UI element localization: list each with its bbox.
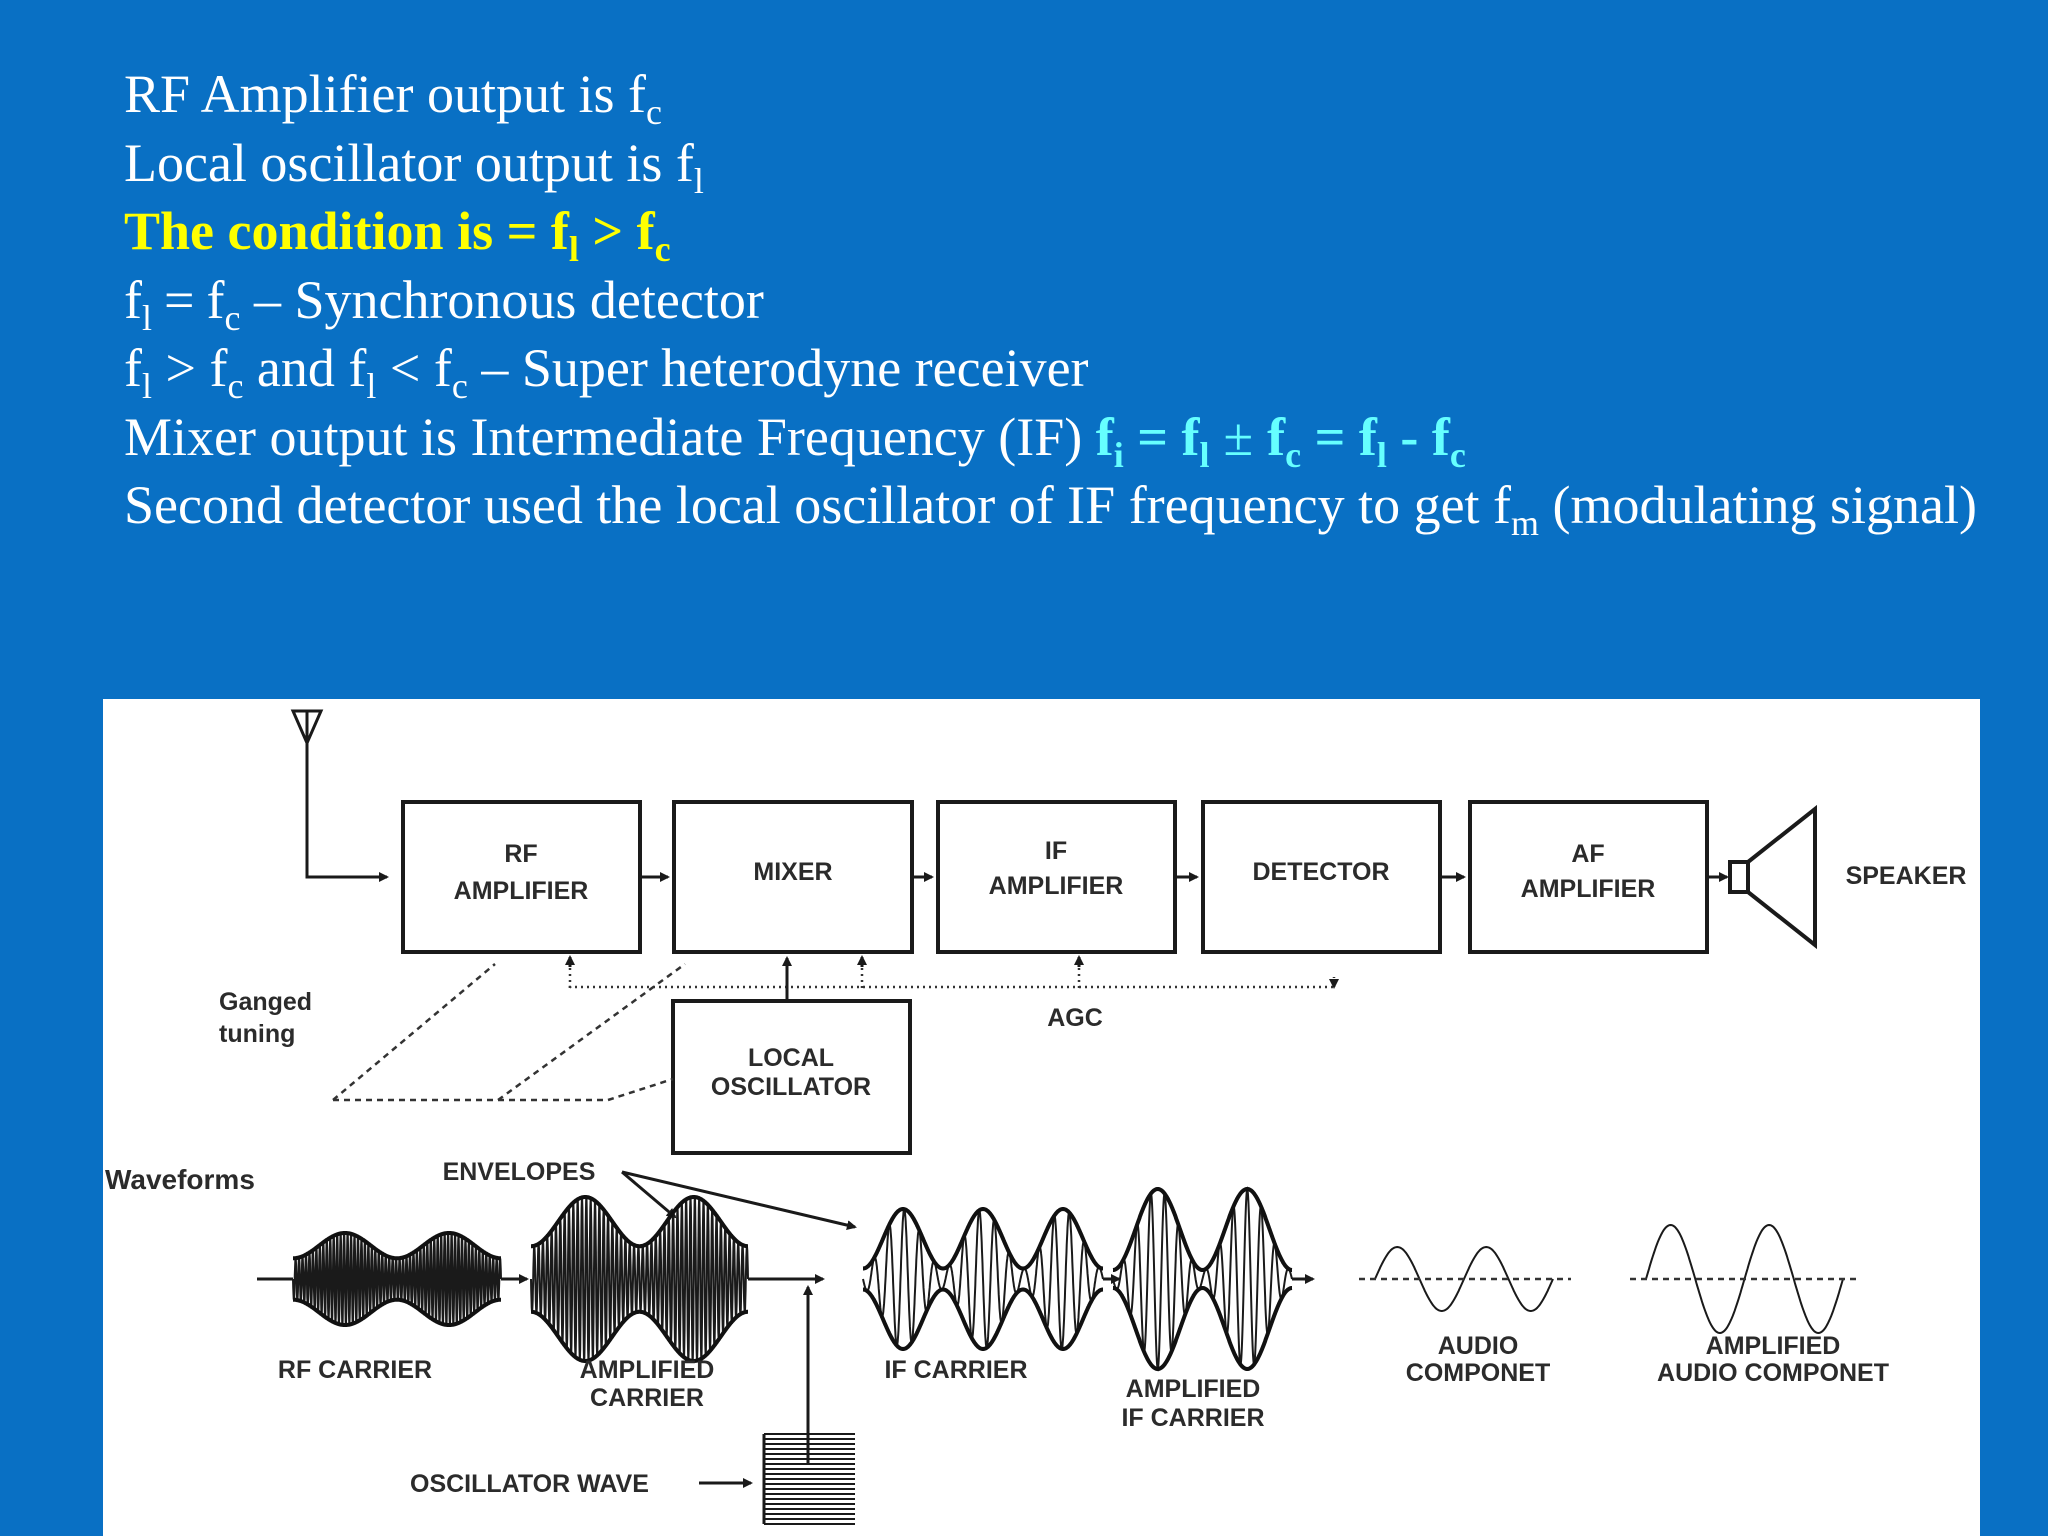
if-amplifier-label-1: IF	[1045, 837, 1067, 865]
amplified-if-carrier-wave	[1112, 1186, 1293, 1372]
if-carrier-label: IF CARRIER	[884, 1356, 1027, 1384]
mixer-block: MIXER	[672, 800, 914, 954]
local-oscillator-label-1: LOCAL	[748, 1044, 834, 1072]
rf-carrier-lower-envelope	[293, 1297, 501, 1327]
local-oscillator-label-2: OSCILLATOR	[711, 1073, 871, 1101]
if-amplifier-label-2: AMPLIFIER	[989, 872, 1124, 900]
if-amplifier-block: IF AMPLIFIER	[936, 800, 1177, 954]
if-carrier-carrier	[862, 1207, 1104, 1351]
mixer-label: MIXER	[753, 858, 832, 886]
ganged-tuning-label-2: tuning	[219, 1020, 295, 1048]
superhet-line: fl > fc and fl < fc – Super heterodyne r…	[124, 338, 1089, 406]
amplified-carrier-label-2: CARRIER	[590, 1384, 704, 1412]
speaker-label: SPEAKER	[1846, 862, 1967, 890]
rf-output-line: RF Amplifier output is fc	[124, 64, 663, 132]
audio-component-wave	[1359, 1245, 1571, 1313]
if-carrier-upper-envelope	[862, 1207, 1104, 1271]
local-oscillator-block: LOCAL OSCILLATOR	[671, 999, 912, 1155]
ganged-tuning-label-1: Ganged	[219, 988, 312, 1016]
antenna-icon	[290, 709, 389, 882]
rf-carrier-wave	[292, 1231, 502, 1327]
detector-label: DETECTOR	[1252, 858, 1389, 886]
amplified-if-label-2: IF CARRIER	[1121, 1404, 1264, 1432]
amplified-audio-component-wave	[1630, 1223, 1861, 1335]
amplified-carrier-carrier	[530, 1197, 749, 1361]
amplified-carrier-upper-envelope	[531, 1195, 748, 1249]
amplified-if-upper-envelope	[1112, 1187, 1293, 1272]
agc-label: AGC	[1047, 1004, 1103, 1032]
speaker-icon	[1728, 804, 1817, 950]
rf-amplifier-block: RF AMPLIFIER	[401, 800, 642, 954]
envelopes-label: ENVELOPES	[443, 1158, 596, 1186]
audio-component-label-1: AUDIO	[1438, 1332, 1519, 1360]
if-carrier-wave	[862, 1207, 1104, 1351]
audio-component-label-2: COMPONET	[1406, 1359, 1550, 1387]
rf-carrier-carrier	[292, 1233, 502, 1325]
condition-line: The condition is = fl > fc	[124, 201, 671, 269]
oscillator-wave-label: OSCILLATOR WAVE	[410, 1470, 649, 1498]
rf-amplifier-label-2: AMPLIFIER	[454, 877, 589, 905]
amplified-carrier-wave	[530, 1195, 749, 1363]
af-amplifier-label-2: AMPLIFIER	[1521, 875, 1656, 903]
amplified-if-label-1: AMPLIFIED	[1126, 1375, 1261, 1403]
rf-carrier-label: RF CARRIER	[278, 1356, 432, 1384]
second-detector-line: Second detector used the local oscillato…	[124, 475, 1977, 543]
rf-carrier-upper-envelope	[293, 1231, 501, 1261]
af-amplifier-block: AF AMPLIFIER	[1468, 800, 1709, 954]
detector-block: DETECTOR	[1201, 800, 1442, 954]
amplified-carrier-label-1: AMPLIFIED	[580, 1356, 715, 1384]
waveforms-label: Waveforms	[105, 1164, 255, 1195]
af-amplifier-label-1: AF	[1571, 840, 1604, 868]
amplified-audio-label-1: AMPLIFIED	[1706, 1332, 1841, 1360]
slide-text: RF Amplifier output is fc Local oscillat…	[124, 60, 2004, 543]
synchronous-detector-line: fl=fc – Synchronous detector	[124, 269, 764, 338]
if-formula: fi = fl±fc = fl - fc	[1095, 406, 1466, 475]
rf-amplifier-label-1: RF	[504, 840, 537, 868]
if-carrier-lower-envelope	[862, 1287, 1104, 1351]
amplified-if-carrier	[1112, 1186, 1293, 1372]
mixer-output-line: Mixer output is Intermediate Frequency (…	[124, 406, 1466, 475]
lo-output-line: Local oscillator output is fl	[124, 132, 704, 201]
amplified-audio-label-2: AUDIO COMPONET	[1657, 1359, 1889, 1387]
amplified-carrier-lower-envelope	[531, 1309, 748, 1363]
amplified-if-lower-envelope	[1112, 1286, 1293, 1371]
superheterodyne-block-diagram: RF AMPLIFIER MIXER IF AMPLIFIER DETECTOR…	[103, 699, 1980, 1536]
